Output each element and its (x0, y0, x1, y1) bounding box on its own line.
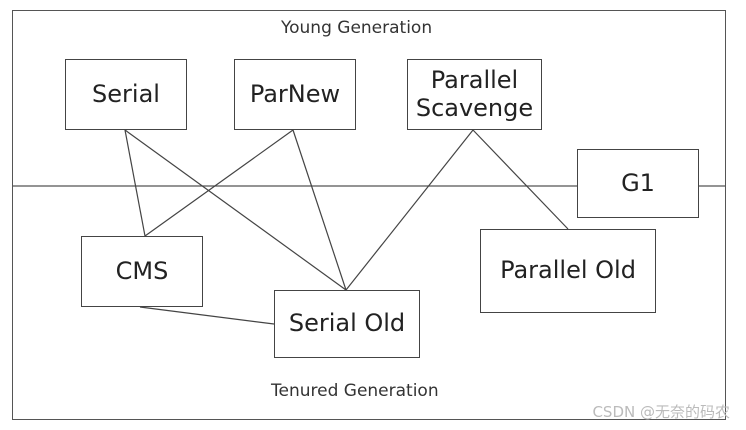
serial-collector-label: Serial (92, 79, 160, 108)
cms-collector-label: CMS (115, 256, 169, 285)
tenured-generation-label: Tenured Generation (271, 381, 439, 401)
parnew-collector-box: ParNew (234, 59, 356, 130)
serial-old-collector-box: Serial Old (274, 290, 420, 358)
parallel-old-collector-box: Parallel Old (480, 229, 656, 313)
cms-collector-box: CMS (81, 236, 203, 307)
parallel-scavenge-collector-box: Parallel Scavenge (407, 59, 542, 130)
parallel-scavenge-collector-label: Parallel Scavenge (415, 65, 534, 122)
young-generation-label: Young Generation (281, 18, 433, 38)
watermark: CSDN @无奈的码农 (592, 403, 730, 421)
serial-collector-box: Serial (65, 59, 187, 130)
parnew-collector-label: ParNew (249, 79, 341, 108)
parallel-old-collector-label: Parallel Old (500, 256, 636, 285)
serial-old-collector-label: Serial Old (288, 309, 406, 338)
g1-collector-label: G1 (621, 168, 655, 197)
g1-collector-box: G1 (577, 149, 699, 218)
